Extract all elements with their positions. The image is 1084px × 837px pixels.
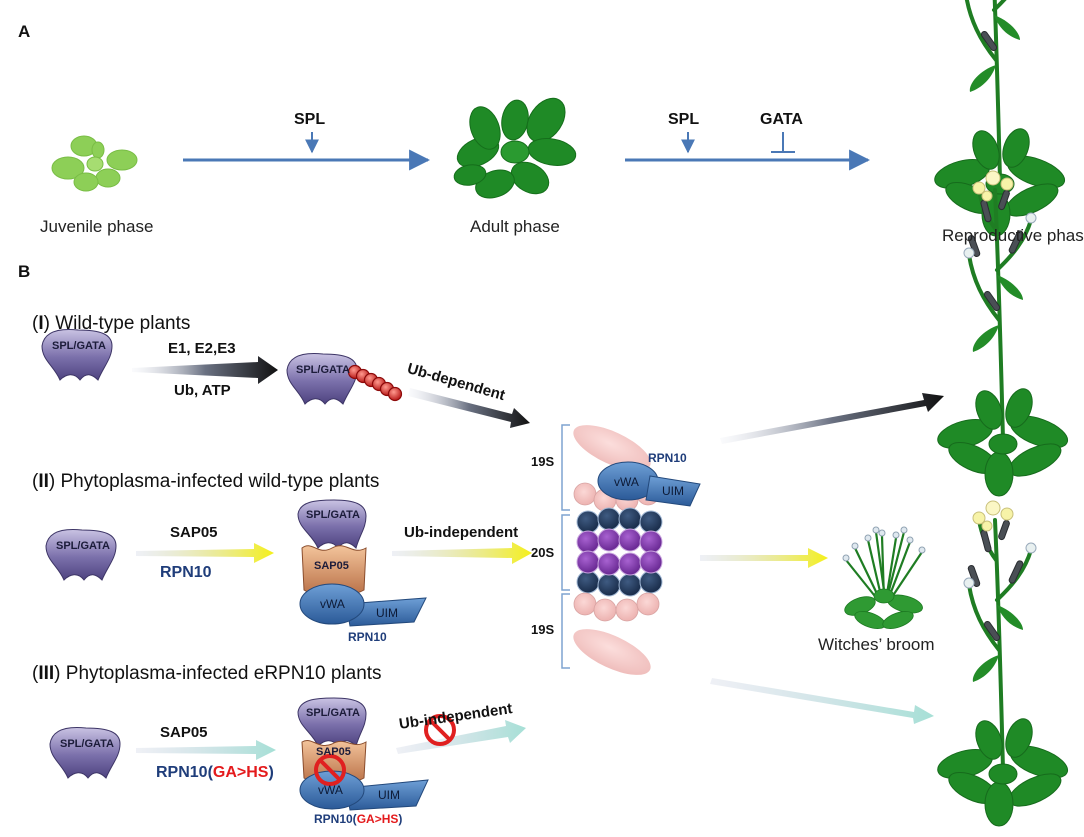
- sap05-binding-arrow: [136, 543, 274, 563]
- gata-regulator-label: GATA: [760, 111, 803, 128]
- uim-label-complex: UIM: [376, 606, 398, 620]
- forbidden-icon-binding: [314, 754, 346, 786]
- condition-infected-wild-type: (II) Phytoplasma-infected wild-type plan…: [32, 471, 380, 492]
- ub-independent-label: Ub-independent: [404, 524, 519, 541]
- sap05-label-complex-mutant: SAP05: [316, 746, 351, 758]
- rpn10-mutant-label: RPN10(GA>HS): [156, 764, 274, 781]
- sap05-complex: [297, 499, 427, 627]
- spl-gata-label-1: SPL/GATA: [52, 340, 106, 352]
- sap05-label-mutant: SAP05: [160, 724, 208, 741]
- arrow-to-witches-broom: [700, 548, 828, 568]
- proteasome-19s-top-label: 19S: [531, 454, 555, 469]
- rpn10-label-complex: RPN10: [348, 630, 387, 644]
- witches-broom-plant-image: [842, 526, 926, 629]
- panel-a-label: A: [18, 22, 31, 41]
- spl-gata-protein-1: [41, 329, 113, 381]
- proteasome-20s-label: 20S: [531, 545, 555, 560]
- condition-infected-erpn10: (III) Phytoplasma-infected eRPN10 plants: [32, 663, 382, 684]
- ub-dependent-arrow: [408, 388, 530, 428]
- reproductive-phase-label: Reproductive phase: [942, 226, 1084, 245]
- sap05-label-complex: SAP05: [314, 560, 349, 572]
- spl-regulator-label-2: SPL: [668, 111, 700, 128]
- spl-gata-protein-2: [45, 529, 117, 581]
- spl-gata-label-2: SPL/GATA: [56, 540, 110, 552]
- proteasome-rpn10-label: RPN10: [648, 451, 687, 465]
- proteasome-vwa-label: vWA: [614, 475, 639, 489]
- ubiquitin-chain: [347, 364, 403, 402]
- rpn10-mutant-label-complex: RPN10(GA>HS): [314, 812, 403, 826]
- proteasome-19s-bottom-label: 19S: [531, 622, 555, 637]
- spl-regulator-label-1: SPL: [294, 111, 326, 128]
- vwa-label-complex-mutant: vWA: [318, 783, 343, 797]
- adult-phase-label: Adult phase: [470, 217, 560, 236]
- spl-gata-label-ubiquitinated: SPL/GATA: [296, 364, 350, 376]
- rpn10-label: RPN10: [160, 564, 212, 581]
- condition-wild-type: (I) Wild-type plants: [32, 313, 191, 334]
- arrow-to-normal-flowering: [720, 393, 944, 444]
- spl-gata-label-complex-mutant: SPL/GATA: [306, 707, 360, 719]
- sap05-label: SAP05: [170, 524, 218, 541]
- witches-broom-label: Witches’ broom: [818, 635, 935, 654]
- adult-plant-image: [453, 97, 577, 199]
- arrow-to-restored-flowering: [710, 678, 934, 724]
- vwa-label-complex: vWA: [320, 597, 345, 611]
- uim-label-complex-mutant: UIM: [378, 788, 400, 802]
- ub-atp-label: Ub, ATP: [174, 382, 231, 399]
- restored-flowering-plant-image: [932, 499, 1074, 828]
- forbidden-icon-degradation: [424, 714, 456, 746]
- spl-gata-ubiquitinated: [286, 353, 358, 405]
- spl-gata-protein-3: [49, 727, 121, 779]
- spl-gata-label-complex: SPL/GATA: [306, 509, 360, 521]
- sap05-binding-arrow-mutant: [136, 740, 276, 760]
- panel-b-label: B: [18, 262, 31, 281]
- ub-independent-arrow-blocked: [396, 720, 526, 754]
- proteasome: [561, 424, 701, 675]
- ub-independent-arrow: [392, 542, 532, 564]
- spl-gata-label-3: SPL/GATA: [60, 738, 114, 750]
- juvenile-phase-label: Juvenile phase: [40, 217, 154, 236]
- proteasome-uim-label: UIM: [662, 484, 684, 498]
- juvenile-plant-image: [51, 135, 138, 192]
- e-enzymes-label: E1, E2,E3: [168, 340, 236, 357]
- ubiquitination-arrow: [132, 356, 278, 384]
